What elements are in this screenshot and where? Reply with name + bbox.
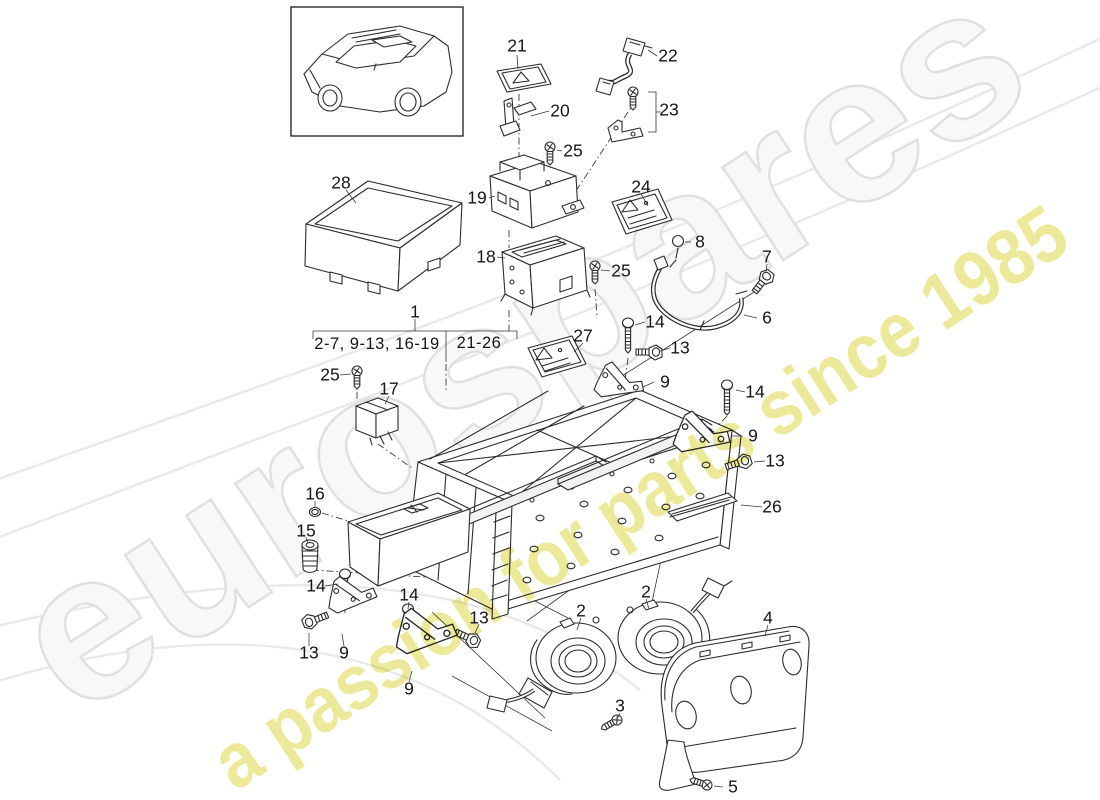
part-strip-26 (667, 492, 738, 522)
group-1-bracket (312, 319, 518, 362)
part-cover-21 (496, 63, 552, 93)
callout-22[interactable]: 22 (658, 45, 678, 66)
callout-9-bottom[interactable]: 9 (404, 678, 414, 699)
leader-lines (305, 49, 769, 788)
callout-13-right[interactable]: 13 (765, 450, 785, 471)
callout-14-right-mid[interactable]: 14 (645, 311, 665, 332)
part-cable-22 (595, 37, 653, 96)
part-module-19 (489, 154, 585, 229)
callout-25-top[interactable]: 25 (563, 140, 583, 161)
callout-19[interactable]: 19 (467, 187, 487, 208)
callout-28[interactable]: 28 (331, 172, 351, 193)
callout-5[interactable]: 5 (728, 776, 738, 797)
watermark-brand: eurospares (0, 0, 1065, 759)
callout-1[interactable]: 1 (410, 301, 420, 322)
group-ranges-left: 2-7, 9-13, 16-19 (314, 334, 440, 353)
callout-9-right[interactable]: 9 (748, 425, 758, 446)
callout-14-left[interactable]: 14 (306, 575, 326, 596)
callout-14-right[interactable]: 14 (745, 381, 765, 402)
group-ranges-right: 21-26 (456, 333, 502, 352)
callout-2-right[interactable]: 2 (641, 581, 651, 602)
callout-13-right-mid[interactable]: 13 (670, 337, 690, 358)
callout-17[interactable]: 17 (379, 378, 399, 399)
part-sticker-24 (611, 188, 673, 235)
part-relay-17 (355, 397, 399, 446)
callout-13-bottom[interactable]: 13 (469, 607, 489, 628)
callout-8[interactable]: 8 (695, 231, 705, 252)
callout-9-left[interactable]: 9 (339, 642, 349, 663)
callout-7[interactable]: 7 (762, 246, 772, 267)
part-ring-16 (308, 506, 322, 518)
part-box-28 (304, 180, 463, 295)
callout-15[interactable]: 15 (296, 520, 316, 541)
part-cover-4 (658, 625, 810, 791)
part-module-18 (500, 235, 591, 316)
callout-4[interactable]: 4 (763, 607, 773, 628)
callout-25-mid[interactable]: 25 (611, 260, 631, 281)
blower-2-left (486, 616, 617, 713)
callout-13-left[interactable]: 13 (299, 642, 319, 663)
callout-16[interactable]: 16 (305, 483, 325, 504)
callout-3[interactable]: 3 (615, 695, 625, 716)
part-sticker-27 (527, 335, 587, 378)
callout-2-left[interactable]: 2 (576, 600, 586, 621)
callout-9-right-mid[interactable]: 9 (660, 371, 670, 392)
part-clip-20 (499, 97, 537, 137)
callout-26[interactable]: 26 (762, 496, 782, 517)
callout-20[interactable]: 20 (550, 100, 570, 121)
callout-25-left[interactable]: 25 (320, 364, 340, 385)
car-icon (290, 6, 464, 137)
callout-23[interactable]: 23 (659, 99, 679, 120)
callout-14-bottom[interactable]: 14 (399, 584, 419, 605)
part-pipe-6 (650, 255, 748, 331)
screw-3 (598, 712, 625, 734)
callout-6[interactable]: 6 (762, 307, 772, 328)
part-bracket-23 (607, 86, 661, 143)
callout-21[interactable]: 21 (507, 35, 527, 56)
callout-24[interactable]: 24 (631, 176, 651, 197)
battery-frame (347, 389, 742, 620)
screw-25-top (544, 141, 556, 166)
part-cap-8 (669, 234, 685, 268)
callout-18[interactable]: 18 (476, 246, 496, 267)
callout-27[interactable]: 27 (573, 325, 593, 346)
part-plug-15 (301, 539, 319, 574)
